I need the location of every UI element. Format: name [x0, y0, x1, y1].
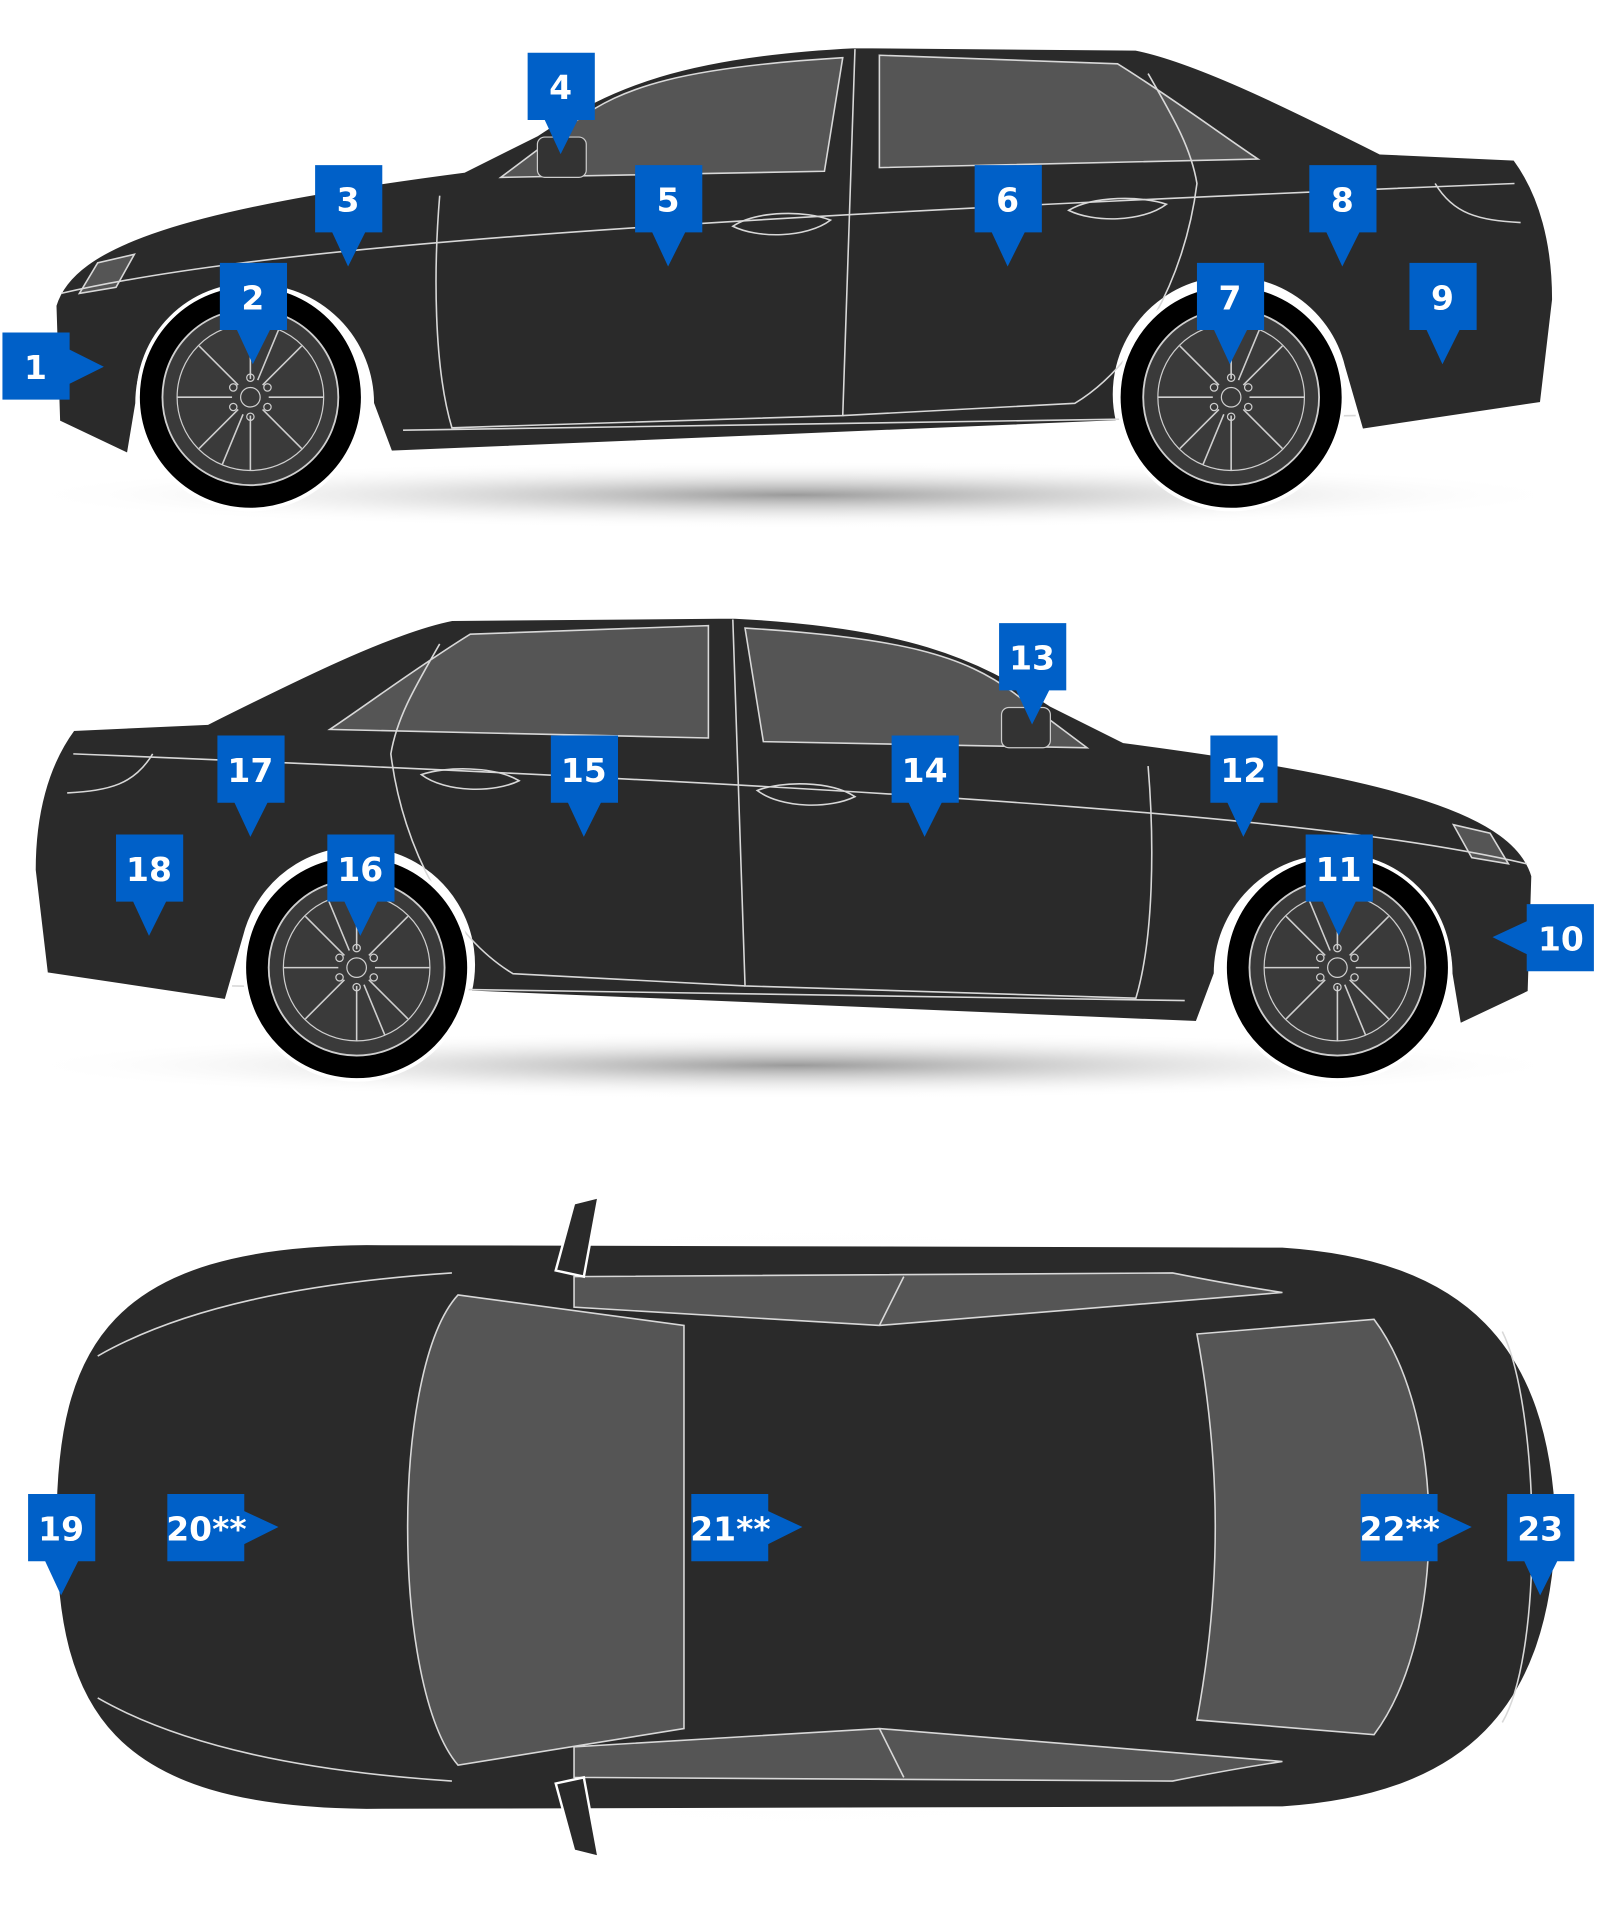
marker-7[interactable]: 7: [1196, 262, 1265, 365]
marker-13[interactable]: 13: [999, 623, 1067, 725]
marker-label: 1: [24, 348, 47, 387]
marker-label: 11: [1316, 850, 1362, 889]
marker-label: 22**: [1360, 1509, 1440, 1548]
marker-12[interactable]: 12: [1210, 735, 1278, 837]
marker-label: 15: [561, 751, 607, 790]
marker-label: 13: [1009, 639, 1055, 678]
marker-2[interactable]: 2: [219, 262, 288, 365]
marker-21[interactable]: 21**: [690, 1494, 803, 1562]
marker-8[interactable]: 8: [1309, 165, 1377, 267]
marker-9[interactable]: 9: [1409, 262, 1477, 365]
marker-label: 6: [996, 181, 1019, 220]
marker-label: 17: [227, 751, 273, 790]
marker-23[interactable]: 23: [1507, 1494, 1575, 1596]
marker-20[interactable]: 20**: [166, 1494, 279, 1562]
marker-4[interactable]: 4: [527, 52, 595, 155]
marker-label: 18: [126, 850, 172, 889]
marker-label: 2: [241, 278, 264, 317]
marker-15[interactable]: 15: [550, 735, 619, 837]
marker-label: 10: [1538, 920, 1584, 959]
marker-label: 8: [1331, 181, 1354, 220]
marker-label: 12: [1220, 751, 1266, 790]
marker-11[interactable]: 11: [1305, 834, 1373, 936]
marker-18[interactable]: 18: [116, 834, 184, 936]
marker-1[interactable]: 1: [2, 332, 104, 400]
marker-label: 20**: [166, 1509, 246, 1548]
marker-label: 5: [657, 181, 680, 220]
marker-label: 7: [1218, 278, 1241, 317]
marker-16[interactable]: 16: [327, 834, 395, 936]
marker-label: 16: [337, 850, 383, 889]
marker-6[interactable]: 6: [974, 165, 1042, 267]
marker-17[interactable]: 17: [217, 735, 285, 837]
marker-label: 21**: [690, 1509, 770, 1548]
top-view: [24, 1195, 1588, 1859]
marker-label: 3: [337, 181, 360, 220]
marker-label: 14: [902, 751, 948, 790]
marker-19[interactable]: 19: [28, 1494, 96, 1596]
marker-14[interactable]: 14: [891, 735, 959, 837]
marker-5[interactable]: 5: [635, 165, 703, 267]
marker-label: 9: [1431, 278, 1454, 317]
marker-label: 4: [549, 68, 572, 107]
marker-3[interactable]: 3: [315, 165, 383, 267]
marker-label: 19: [38, 1509, 84, 1548]
marker-label: 23: [1517, 1509, 1563, 1548]
marker-10[interactable]: 10: [1492, 904, 1594, 972]
marker-22[interactable]: 22**: [1360, 1494, 1472, 1562]
